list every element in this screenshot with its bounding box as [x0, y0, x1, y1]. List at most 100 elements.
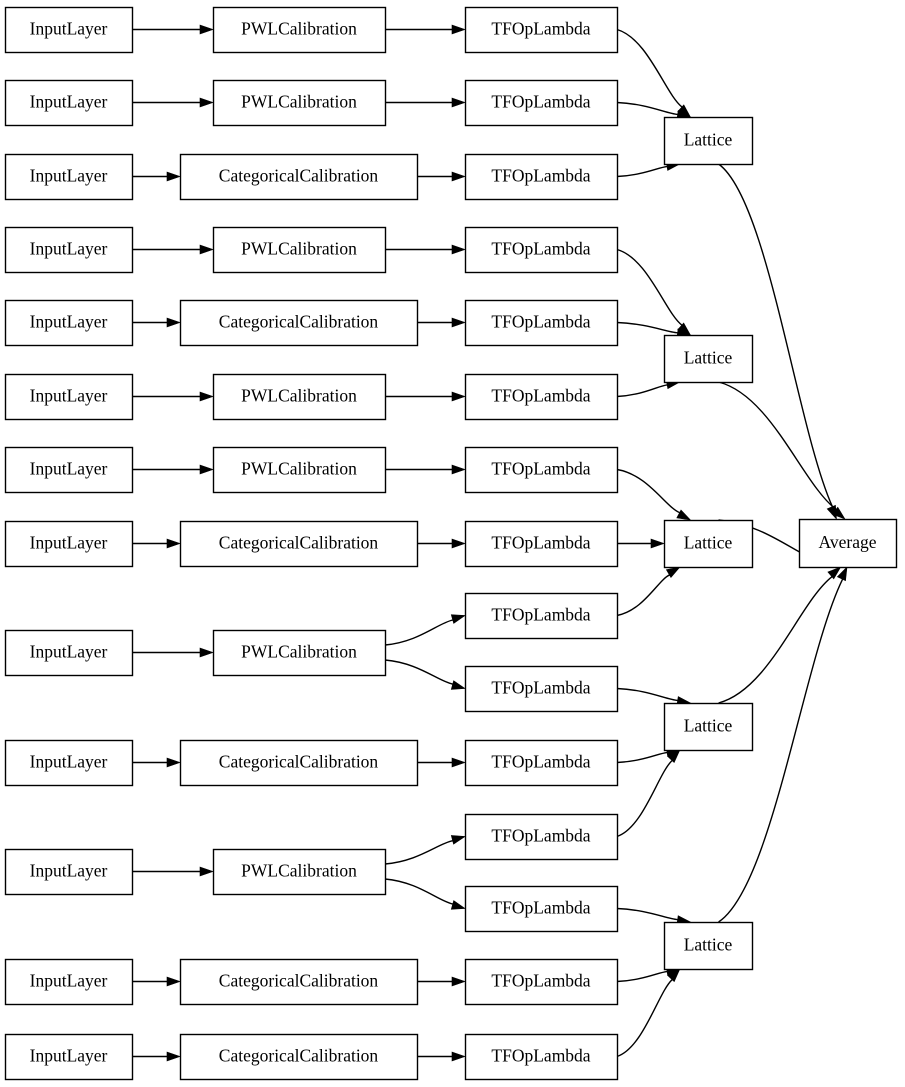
node-label: TFOpLambda — [491, 533, 590, 553]
node-lattice-lat2[interactable]: Lattice — [663, 334, 754, 384]
arrow-head-icon — [199, 24, 214, 35]
node-pwlcalibration-cal4[interactable]: PWLCalibration — [212, 226, 387, 274]
node-input-layer-in8[interactable]: InputLayer — [4, 520, 134, 568]
node-categorical-calibration-cal13[interactable]: CategoricalCalibration — [179, 1033, 419, 1081]
node-label: InputLayer — [30, 752, 108, 772]
edge-line — [616, 907, 678, 921]
node-average-avg[interactable]: Average — [798, 518, 898, 569]
node-lattice-lat1[interactable]: Lattice — [663, 116, 754, 166]
node-tfop-lambda-op9[interactable]: TFOpLambda — [464, 592, 619, 640]
node-categorical-calibration-cal5[interactable]: CategoricalCalibration — [179, 299, 419, 347]
edge-lat5-to-avg — [718, 566, 848, 923]
node-pwlcalibration-cal2[interactable]: PWLCalibration — [212, 79, 387, 127]
arrow-head-icon — [827, 566, 842, 580]
node-tfop-lambda-op14[interactable]: TFOpLambda — [464, 958, 619, 1006]
arrow-head-icon — [450, 835, 466, 845]
arrow-head-icon — [199, 244, 214, 255]
node-input-layer-in7[interactable]: InputLayer — [4, 446, 134, 494]
node-lattice-lat4[interactable]: Lattice — [663, 702, 754, 752]
node-box — [4, 629, 134, 677]
node-label: TFOpLambda — [491, 605, 590, 625]
node-label: TFOpLambda — [491, 19, 590, 39]
edge-cal5-to-op5 — [417, 317, 466, 328]
node-input-layer-in11[interactable]: InputLayer — [4, 848, 134, 896]
node-input-layer-in5[interactable]: InputLayer — [4, 299, 134, 347]
node-tfop-lambda-op7[interactable]: TFOpLambda — [464, 446, 619, 494]
edge-cal1-to-op1 — [385, 24, 466, 35]
edge-line — [718, 163, 834, 507]
node-label: TFOpLambda — [491, 312, 590, 332]
node-label: InputLayer — [30, 19, 108, 39]
arrow-head-icon — [451, 317, 466, 328]
node-tfop-lambda-op15[interactable]: TFOpLambda — [464, 1033, 619, 1081]
node-tfop-lambda-op12[interactable]: TFOpLambda — [464, 813, 619, 861]
node-label: TFOpLambda — [491, 386, 590, 406]
arrow-head-icon — [451, 244, 466, 255]
node-categorical-calibration-cal8[interactable]: CategoricalCalibration — [179, 520, 419, 568]
node-tfop-lambda-op8[interactable]: TFOpLambda — [464, 520, 619, 568]
node-tfop-lambda-op10[interactable]: TFOpLambda — [464, 665, 619, 713]
node-input-layer-in13[interactable]: InputLayer — [4, 1033, 134, 1081]
edge-cal11-to-op13 — [384, 878, 466, 910]
node-box — [179, 520, 419, 568]
node-label: InputLayer — [30, 386, 108, 406]
node-tfop-lambda-op13[interactable]: TFOpLambda — [464, 885, 619, 933]
node-categorical-calibration-cal12[interactable]: CategoricalCalibration — [179, 958, 419, 1006]
node-categorical-calibration-cal10[interactable]: CategoricalCalibration — [179, 739, 419, 787]
node-label: InputLayer — [30, 1046, 108, 1066]
node-tfop-lambda-op1[interactable]: TFOpLambda — [464, 6, 619, 54]
node-tfop-lambda-op11[interactable]: TFOpLambda — [464, 739, 619, 787]
arrow-head-icon — [199, 647, 214, 658]
node-label: PWLCalibration — [241, 459, 357, 479]
node-box — [4, 79, 134, 127]
node-tfop-lambda-op2[interactable]: TFOpLambda — [464, 79, 619, 127]
edge-in8-to-cal8 — [132, 538, 181, 549]
node-box — [212, 373, 387, 421]
node-box — [663, 519, 754, 569]
arrow-head-icon — [831, 506, 846, 520]
edge-line — [616, 28, 683, 108]
node-pwlcalibration-cal6[interactable]: PWLCalibration — [212, 373, 387, 421]
node-input-layer-in12[interactable]: InputLayer — [4, 958, 134, 1006]
node-pwlcalibration-cal1[interactable]: PWLCalibration — [212, 6, 387, 54]
edge-cal3-to-op3 — [417, 171, 466, 182]
node-input-layer-in4[interactable]: InputLayer — [4, 226, 134, 274]
edge-line — [616, 759, 673, 838]
arrow-head-icon — [199, 97, 214, 108]
node-pwlcalibration-cal11[interactable]: PWLCalibration — [212, 848, 387, 896]
node-box — [4, 153, 134, 201]
node-categorical-calibration-cal3[interactable]: CategoricalCalibration — [179, 153, 419, 201]
node-lattice-lat3[interactable]: Lattice — [663, 519, 754, 569]
node-input-layer-in2[interactable]: InputLayer — [4, 79, 134, 127]
edge-line — [616, 970, 668, 983]
node-label: TFOpLambda — [491, 239, 590, 259]
node-box — [179, 739, 419, 787]
arrow-head-icon — [199, 464, 214, 475]
node-label: PWLCalibration — [241, 642, 357, 662]
edge-cal11-to-op12 — [384, 835, 466, 865]
node-pwlcalibration-cal7[interactable]: PWLCalibration — [212, 446, 387, 494]
edge-in6-to-cal6 — [132, 391, 214, 402]
edge-in13-to-cal13 — [132, 1051, 181, 1062]
node-tfop-lambda-op4[interactable]: TFOpLambda — [464, 226, 619, 274]
node-input-layer-in1[interactable]: InputLayer — [4, 6, 134, 54]
edge-in3-to-cal3 — [132, 171, 181, 182]
node-tfop-lambda-op6[interactable]: TFOpLambda — [464, 373, 619, 421]
node-input-layer-in10[interactable]: InputLayer — [4, 739, 134, 787]
node-pwlcalibration-cal9[interactable]: PWLCalibration — [212, 629, 387, 677]
node-box — [4, 6, 134, 54]
edge-cal4-to-op4 — [385, 244, 466, 255]
node-box — [464, 79, 619, 127]
node-box — [464, 592, 619, 640]
node-box — [464, 153, 619, 201]
node-input-layer-in3[interactable]: InputLayer — [4, 153, 134, 201]
node-input-layer-in6[interactable]: InputLayer — [4, 373, 134, 421]
arrow-head-icon — [450, 680, 466, 690]
node-tfop-lambda-op3[interactable]: TFOpLambda — [464, 153, 619, 201]
node-tfop-lambda-op5[interactable]: TFOpLambda — [464, 299, 619, 347]
arrow-head-icon — [450, 614, 466, 624]
node-label: CategoricalCalibration — [219, 971, 379, 991]
node-lattice-lat5[interactable]: Lattice — [663, 921, 754, 971]
node-input-layer-in9[interactable]: InputLayer — [4, 629, 134, 677]
